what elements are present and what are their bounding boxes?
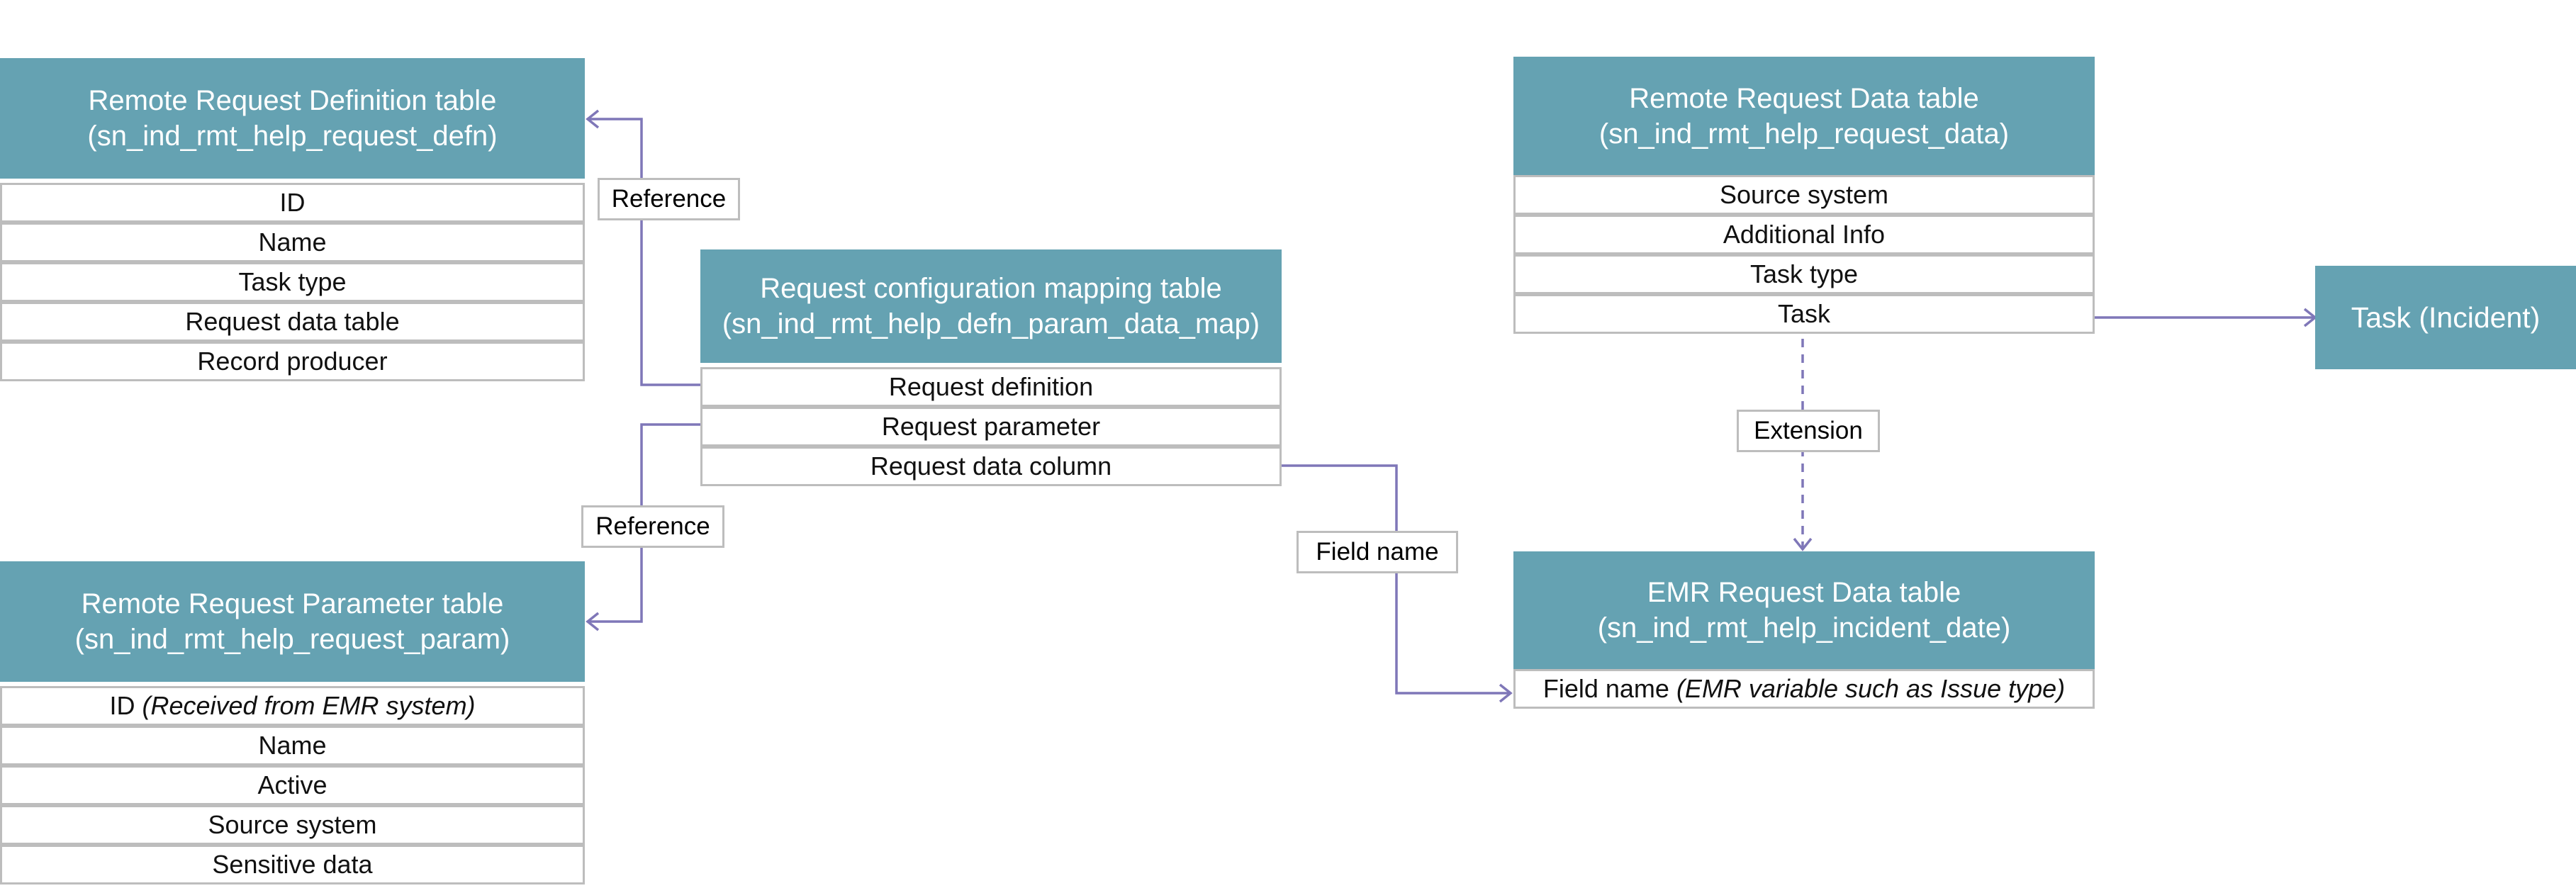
parameter-field-label: Name xyxy=(258,731,327,760)
definition-field-row: Request data table xyxy=(0,302,585,342)
parameter-field-row: ID (Received from EMR system) xyxy=(0,686,585,726)
parameter-field-label: ID xyxy=(109,691,135,720)
definition-table-title: Remote Request Definition table xyxy=(88,85,497,116)
mapping-field-row: Request definition xyxy=(700,367,1282,407)
emr-field-label: Field name xyxy=(1542,674,1669,703)
data-field-row: Task type xyxy=(1513,254,2095,294)
parameter-field-note: (Received from EMR system) xyxy=(142,691,476,720)
parameter-table-title: Remote Request Parameter table xyxy=(81,588,504,619)
data-table-title: Remote Request Data table xyxy=(1629,82,1979,114)
extension-label: Extension xyxy=(1737,410,1880,452)
emr-table-fields: Field name (EMR variable such as Issue t… xyxy=(1513,669,2095,709)
definition-table-header: Remote Request Definition table (sn_ind_… xyxy=(0,58,585,179)
parameter-field-row: Sensitive data xyxy=(0,845,585,884)
definition-field-row: Record producer xyxy=(0,342,585,381)
arrowhead-emr-field xyxy=(1499,683,1513,703)
parameter-table: Remote Request Parameter table (sn_ind_r… xyxy=(0,561,585,884)
reference-connector-definition xyxy=(588,118,700,386)
emr-table-title: EMR Request Data table xyxy=(1647,577,1961,608)
mapping-table: Request configuration mapping table (sn_… xyxy=(700,249,1282,486)
mapping-table-fields: Request definition Request parameter Req… xyxy=(700,363,1282,486)
data-table: Remote Request Data table (sn_ind_rmt_he… xyxy=(1513,57,2095,334)
reference-label-parameter: Reference xyxy=(581,505,724,548)
data-table-header: Remote Request Data table (sn_ind_rmt_he… xyxy=(1513,57,2095,175)
mapping-field-row: Request parameter xyxy=(700,407,1282,446)
mapping-field-row: Request data column xyxy=(700,446,1282,486)
mapping-table-name: (sn_ind_rmt_help_defn_param_data_map) xyxy=(722,308,1260,339)
emr-field-note: (EMR variable such as Issue type) xyxy=(1676,674,2066,703)
definition-field-row: Task type xyxy=(0,262,585,302)
definition-table-name: (sn_ind_rmt_help_request_defn) xyxy=(87,120,498,152)
parameter-table-fields: ID (Received from EMR system) Name Activ… xyxy=(0,682,585,884)
arrowhead-extension xyxy=(1793,537,1813,551)
emr-table-header: EMR Request Data table (sn_ind_rmt_help_… xyxy=(1513,551,2095,669)
emr-field-row: Field name (EMR variable such as Issue t… xyxy=(1513,669,2095,709)
arrowhead-definition xyxy=(586,109,600,129)
parameter-table-name: (sn_ind_rmt_help_request_param) xyxy=(74,624,510,655)
parameter-field-label: Active xyxy=(257,770,327,799)
parameter-table-header: Remote Request Parameter table (sn_ind_r… xyxy=(0,561,585,682)
field-name-label: Field name xyxy=(1297,531,1458,573)
arrowhead-parameter xyxy=(586,612,600,631)
parameter-field-label: Source system xyxy=(208,810,377,839)
data-table-fields: Source system Additional Info Task type … xyxy=(1513,175,2095,334)
parameter-field-row: Active xyxy=(0,765,585,805)
data-field-row: Source system xyxy=(1513,175,2095,215)
data-field-row: Task xyxy=(1513,294,2095,334)
data-field-row: Additional Info xyxy=(1513,215,2095,254)
definition-table-fields: ID Name Task type Request data table Rec… xyxy=(0,179,585,381)
emr-table-name: (sn_ind_rmt_help_incident_date) xyxy=(1597,612,2011,644)
definition-field-row: ID xyxy=(0,183,585,223)
reference-label-definition: Reference xyxy=(598,178,740,220)
parameter-field-row: Source system xyxy=(0,805,585,845)
definition-table: Remote Request Definition table (sn_ind_… xyxy=(0,58,585,381)
definition-field-row: Name xyxy=(0,223,585,262)
parameter-field-row: Name xyxy=(0,726,585,765)
mapping-table-header: Request configuration mapping table (sn_… xyxy=(700,249,1282,363)
data-table-name: (sn_ind_rmt_help_request_data) xyxy=(1598,118,2010,150)
task-incident-entity: Task (Incident) xyxy=(2315,266,2576,369)
field-name-connector xyxy=(1282,464,1510,695)
emr-table: EMR Request Data table (sn_ind_rmt_help_… xyxy=(1513,551,2095,709)
mapping-table-title: Request configuration mapping table xyxy=(760,273,1222,304)
parameter-field-label: Sensitive data xyxy=(212,850,373,879)
